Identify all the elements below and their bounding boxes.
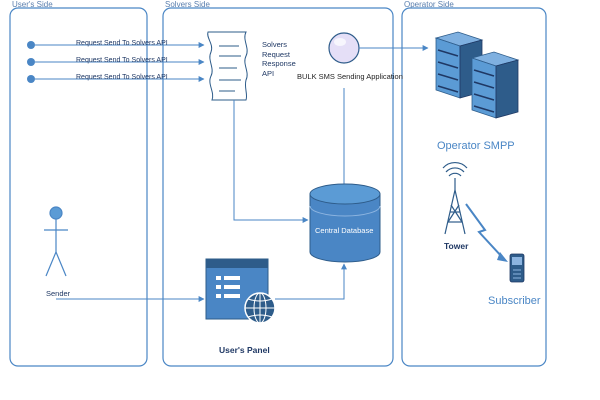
solvers-side-title: Solvers Side [165, 0, 210, 9]
central-database-label: Central Database [315, 226, 374, 235]
request-label-3: Request Send To Solvers API [76, 74, 168, 81]
api-document-label: Solvers Request Response API [262, 40, 296, 78]
bulk-sms-app-icon [328, 32, 360, 64]
request-arrows [27, 41, 205, 83]
phone-icon [509, 253, 525, 283]
request-dot-2 [27, 58, 35, 66]
request-label-2: Request Send To Solvers API [76, 57, 168, 64]
operator-smpp-label: Operator SMPP [437, 140, 515, 152]
globe-icon [244, 292, 276, 324]
request-dot-1 [27, 41, 35, 49]
users-side-title: User's Side [12, 0, 53, 9]
bulk-sms-app-label: BULK SMS Sending Application [297, 72, 403, 81]
subscriber-label: Subscriber [488, 295, 541, 307]
operator-side-title: Operator Side [404, 0, 454, 9]
document-icon [207, 31, 248, 101]
server-icon [434, 31, 520, 119]
request-dot-3 [27, 75, 35, 83]
person-icon [44, 206, 68, 277]
request-label-1: Request Send To Solvers API [76, 40, 168, 47]
tower-label: Tower [444, 241, 469, 251]
operator-side-panel [401, 7, 547, 367]
solvers-side-panel [162, 7, 394, 367]
database-icon [309, 183, 381, 263]
users-side-panel [9, 7, 148, 367]
lightning-icon [465, 203, 508, 262]
users-panel-label: User's Panel [219, 345, 270, 355]
sender-label: Sender [46, 289, 71, 298]
tower-icon [442, 162, 468, 235]
